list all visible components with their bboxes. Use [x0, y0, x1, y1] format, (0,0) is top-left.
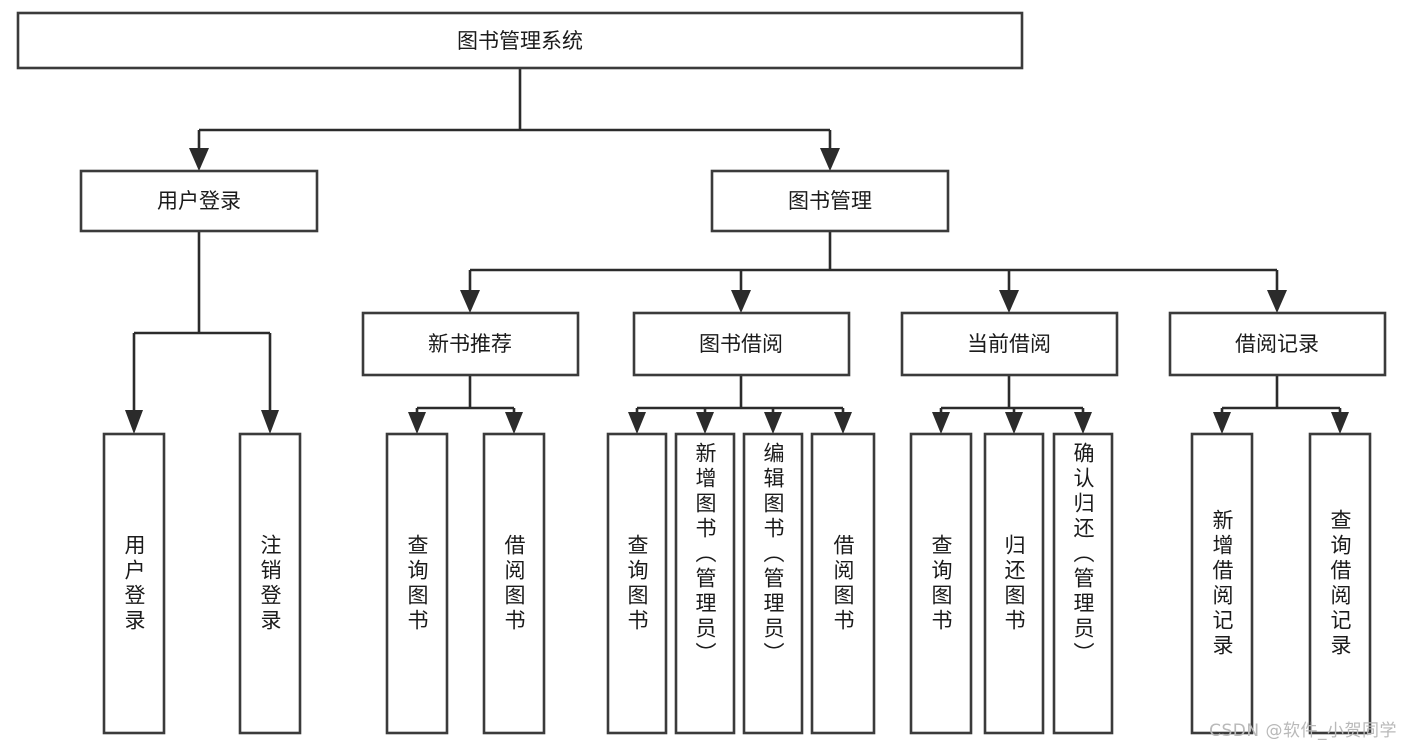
- node-user-login-box[interactable]: [79, 169, 319, 233]
- csdn-watermark: CSDN @软件_小贺同学: [1209, 721, 1397, 741]
- arrow-borrow-record: [1267, 290, 1287, 313]
- arrow-book-management: [820, 148, 840, 171]
- arrow-leaf-return-book: [1005, 412, 1023, 434]
- node-root-label: 图书管理系统: [457, 29, 583, 53]
- node-user-login-label: 用户登录: [157, 189, 241, 213]
- arrow-leaf-query-books-current: [932, 412, 950, 434]
- arrow-leaf-borrow-books-recommend: [505, 412, 523, 434]
- node-book-management-label: 图书管理: [788, 189, 872, 213]
- arrow-leaf-query-books-borrow: [628, 412, 646, 434]
- node-borrow-record-label: 借阅记录: [1235, 332, 1319, 356]
- node-leaf-query-borrow-record-box[interactable]: [1308, 432, 1372, 735]
- node-current-borrow-box[interactable]: [900, 311, 1119, 377]
- node-new-book-recommend-box[interactable]: [361, 311, 580, 377]
- node-book-management-box[interactable]: [710, 169, 950, 233]
- arrow-current-borrow: [999, 290, 1019, 313]
- arrow-book-borrow: [731, 290, 751, 313]
- node-layer: 图书管理系统 用户登录 图书管理 新书推荐 图书借阅 当前借阅 借阅记录: [16, 11, 1387, 735]
- arrow-user-login: [189, 148, 209, 171]
- arrow-leaf-user-logout: [261, 410, 279, 434]
- node-leaf-add-book-admin-box[interactable]: [674, 432, 736, 735]
- node-leaf-query-books-recommend-box[interactable]: [385, 432, 449, 735]
- arrow-leaf-confirm-return-admin: [1074, 412, 1092, 434]
- node-leaf-query-books-current-box[interactable]: [909, 432, 973, 735]
- node-book-borrow-box[interactable]: [632, 311, 851, 377]
- arrow-new-book-recommend: [460, 290, 480, 313]
- node-new-book-recommend-label: 新书推荐: [428, 332, 512, 356]
- arrow-leaf-query-borrow-record: [1331, 412, 1349, 434]
- arrow-leaf-add-borrow-record: [1213, 412, 1231, 434]
- arrow-leaf-query-books-recommend: [408, 412, 426, 434]
- node-root-box[interactable]: [16, 11, 1024, 70]
- node-current-borrow-label: 当前借阅: [967, 332, 1051, 356]
- node-leaf-user-logout-box[interactable]: [238, 432, 302, 735]
- arrow-leaf-edit-book-admin: [764, 412, 782, 434]
- node-leaf-borrow-books-recommend-box[interactable]: [482, 432, 546, 735]
- node-leaf-confirm-return-admin-box[interactable]: [1052, 432, 1114, 735]
- node-leaf-user-login-box[interactable]: [102, 432, 166, 735]
- arrow-leaf-borrow-book: [834, 412, 852, 434]
- node-leaf-borrow-book-box[interactable]: [810, 432, 876, 735]
- node-leaf-add-borrow-record-box[interactable]: [1190, 432, 1254, 735]
- node-leaf-return-book-box[interactable]: [983, 432, 1045, 735]
- node-borrow-record-box[interactable]: [1168, 311, 1387, 377]
- arrow-leaf-add-book-admin: [696, 412, 714, 434]
- node-leaf-edit-book-admin-box[interactable]: [742, 432, 804, 735]
- connector-layer: [125, 68, 1349, 434]
- node-book-borrow-label: 图书借阅: [699, 332, 783, 356]
- node-leaf-query-books-borrow-box[interactable]: [606, 432, 668, 735]
- arrow-leaf-user-login: [125, 410, 143, 434]
